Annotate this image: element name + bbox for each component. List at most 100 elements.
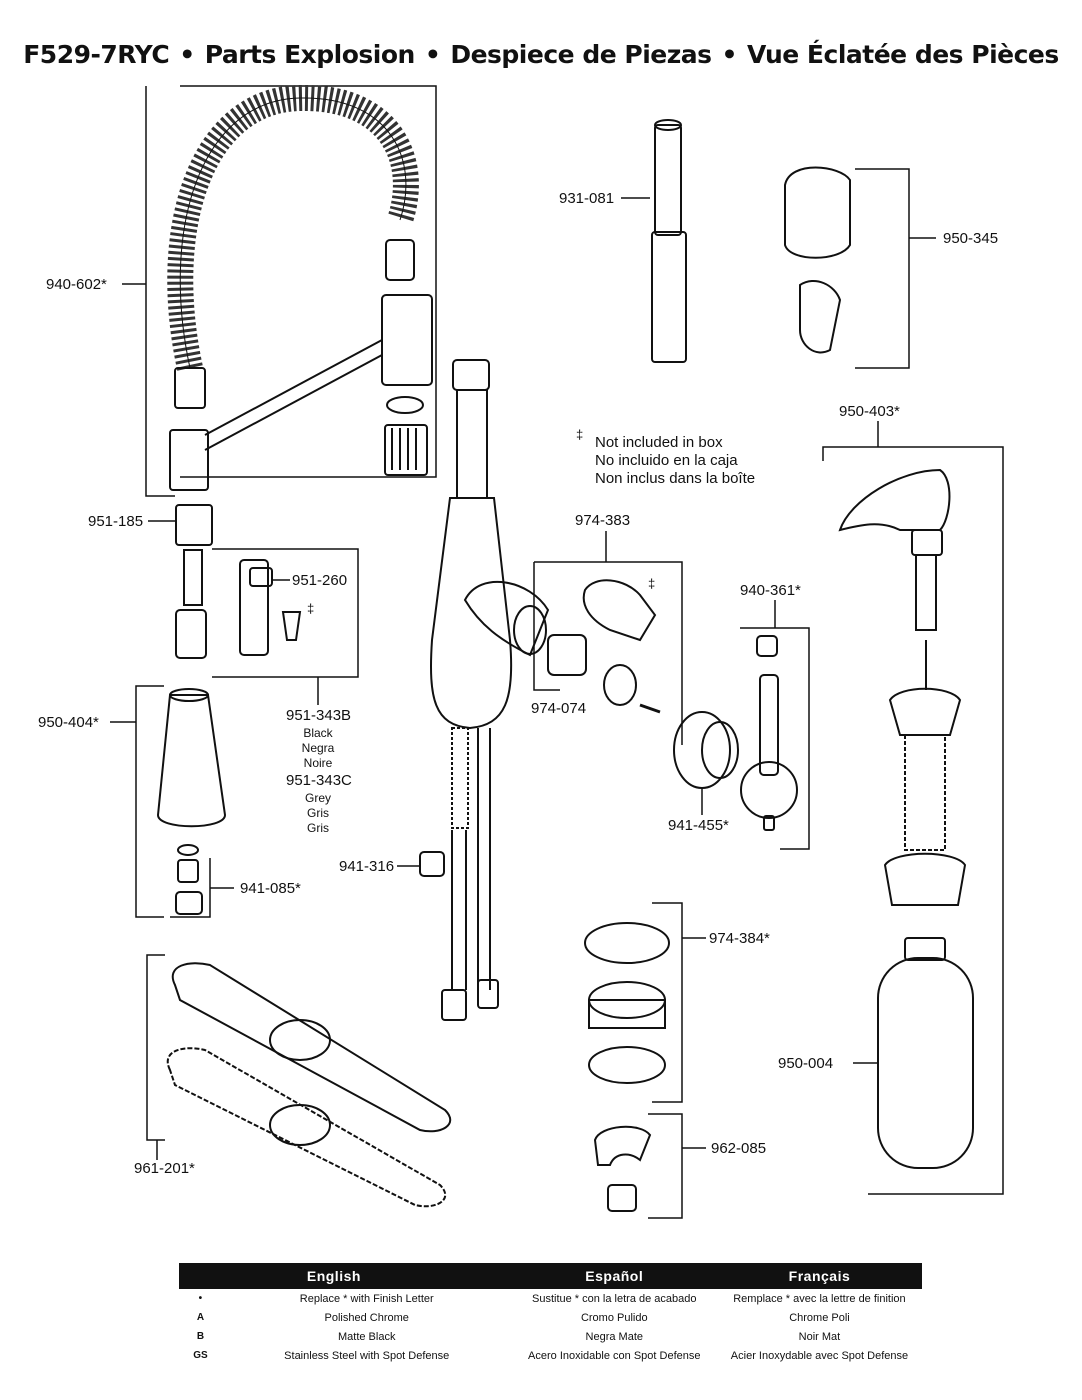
legend-spanish: Negra Mate [585,1330,643,1343]
part-label-974-384: 974-384* [709,930,770,947]
part-label-940-361: 940-361* [740,582,801,599]
deck-plate-gasket [166,1047,447,1208]
aerator-screen [384,424,428,476]
legend-spanish: Sustitue * con la letra de acabado [532,1292,697,1305]
bracket-941-085 [170,858,211,918]
faucet-neck [456,389,488,499]
supply-hose [451,727,469,829]
legend-row: A Polished Chrome Cromo Pulido Chrome Po… [179,1308,922,1327]
faucet-body [429,497,513,730]
finish-grey-en: Grey [304,791,331,805]
part-label-931-081: 931-081 [559,190,615,207]
part-label-950-403: 950-403* [839,403,900,420]
soap-pump-tube [915,554,937,631]
part-label-951-343c: 951-343C [286,772,352,789]
note-spanish: No incluido en la caja [595,452,738,469]
bracket-974-384 [652,902,683,1103]
legend-code: • [198,1293,203,1304]
not-included-note: ‡ Not included in box No incluido en la … [576,426,755,488]
legend-row: • Replace * with Finish Letter Sustitue … [179,1289,922,1308]
legend-french: Remplace * avec la lettre de finition [733,1292,906,1305]
soap-nut [883,852,967,906]
part-label-962-085: 962-085 [711,1140,767,1157]
legend-header-french: Français [716,1263,922,1289]
dagger-mark: ‡ [307,601,315,616]
dagger-mark-cartridge: ‡ [648,576,656,591]
part-label-951-260: 951-260 [292,572,348,589]
bracket-962-085 [648,1113,683,1219]
part-label-961-201: 961-201* [134,1160,195,1177]
note-symbol: ‡ [576,427,584,442]
legend-header-spanish: Español [511,1263,717,1289]
hose-end [175,609,207,659]
legend-header-english: English [221,1263,512,1289]
deck-plate [171,962,452,1133]
bracket-950-403 [822,446,1004,1195]
page-title: F529-7RYC•Parts Explosion•Despiece de Pi… [23,40,1059,69]
title-spanish: Despiece de Piezas [450,40,712,69]
legend-row: B Matte Black Negra Mate Noir Mat [179,1327,922,1346]
hose-weight [419,851,445,877]
note-english: Not included in box [595,434,723,451]
finish-black-es: Negra [301,741,335,755]
soap-bottle [877,957,974,1169]
spring-hose [167,84,419,371]
part-label-974-074: 974-074 [531,700,587,717]
legend-code: A [196,1312,205,1323]
finish-black-fr: Noire [303,756,333,770]
model-number: F529-7RYC [23,40,170,69]
part-label-974-383: 974-383 [575,512,631,529]
legend-header-code [179,1263,222,1289]
check-valve [239,559,269,656]
bracket-961-201 [146,954,165,1141]
handle-base [740,761,798,819]
bracket-940-602-left [145,86,175,497]
finish-black-en: Black [303,726,333,740]
handle-cap [756,635,778,657]
legend-english: Stainless Steel with Spot Defense [284,1349,450,1362]
hose-nut [175,504,213,546]
legend-spanish: Cromo Pulido [580,1311,648,1324]
hose-stem [183,549,203,606]
finish-grey-es: Gris [307,806,329,820]
spout-body [381,294,433,386]
handle-hub [463,581,550,657]
legend-french: Chrome Poli [789,1311,850,1324]
part-label-941-316: 941-316 [339,858,395,875]
part-label-941-085: 941-085* [240,880,301,897]
bracket-951-260 [212,548,359,678]
spout-collar [169,429,209,491]
note-french: Non inclus dans la boîte [595,470,756,487]
cartridge [582,579,657,642]
legend-code: B [196,1331,205,1342]
bracket-974-383 [534,561,683,745]
finish-grey-fr: Gris [307,821,329,835]
part-label-951-343b: 951-343B [286,707,352,724]
legend-code: GS [193,1350,208,1361]
handle-lever [759,674,779,776]
o-ring [386,396,424,414]
bracket-950-404 [135,685,164,918]
spray-head-clip [784,166,851,259]
escutcheon-cone [156,694,227,828]
legend-row: GS Stainless Steel with Spot Defense Ace… [179,1346,922,1365]
cartridge-stem [547,634,587,676]
bracket-950-345 [855,168,910,369]
part-label-941-455: 941-455* [668,817,729,834]
part-label-951-185: 951-185 [88,513,144,530]
soap-pump-head [838,468,951,532]
faucet-top-cap [452,359,490,391]
title-french: Vue Éclatée des Pièces [747,40,1059,69]
part-label-950-004: 950-004 [778,1055,834,1072]
legend-spanish: Acero Inoxidable con Spot Defense [528,1349,701,1362]
part-label-950-345: 950-345 [943,230,999,247]
mounting-ring [584,922,670,964]
install-wrench [654,124,682,236]
legend-french: Acier Inoxydable avec Spot Defense [730,1349,909,1362]
legend-english: Polished Chrome [324,1311,409,1324]
check-valve-tip [281,611,302,641]
bracket-940-361 [740,627,810,850]
mounting-hex-nut [607,1184,637,1212]
legend-english: Matte Black [337,1330,396,1343]
